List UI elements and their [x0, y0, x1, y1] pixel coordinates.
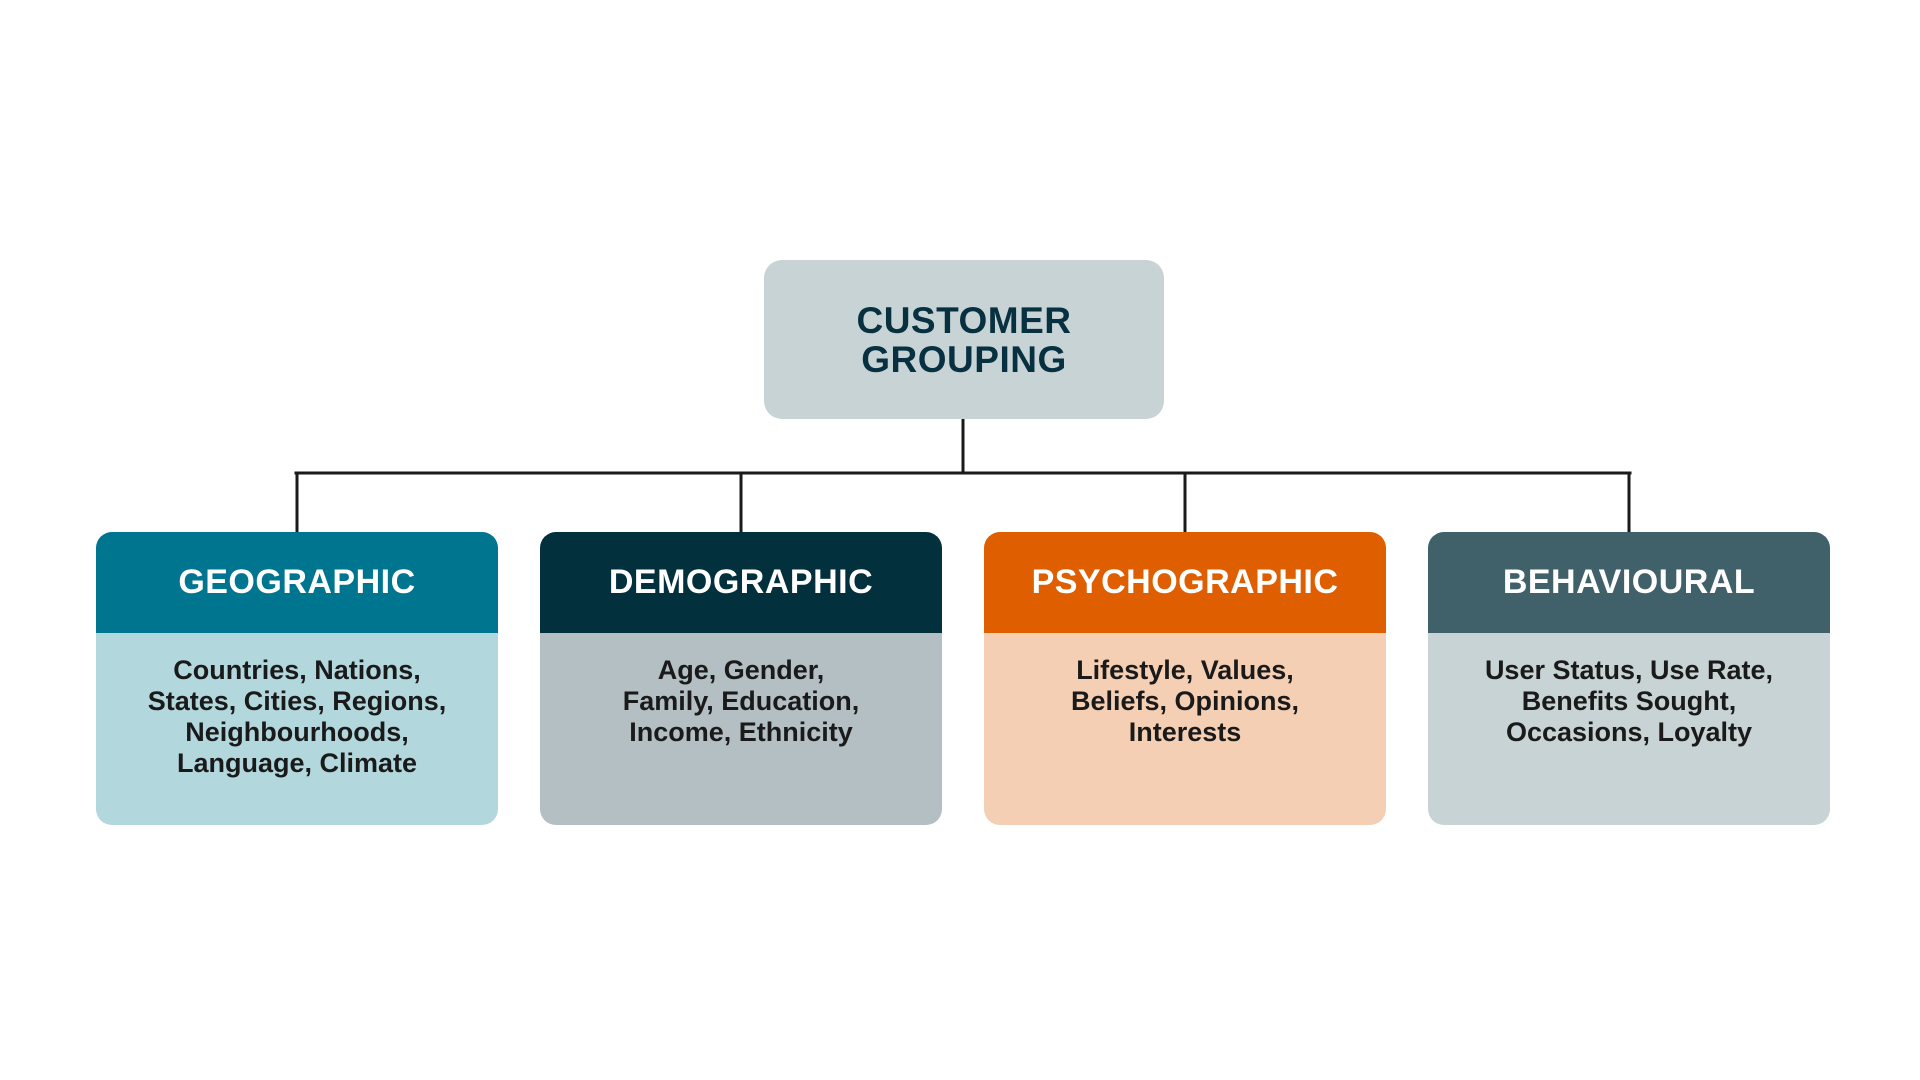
root-title-line-2: GROUPING [861, 338, 1067, 380]
category-body-demographic: Age, Gender, Family, Education, Income, … [540, 633, 942, 825]
category-card-behavioural: BEHAVIOURAL User Status, Use Rate, Benef… [1428, 532, 1830, 825]
category-title-psychographic: PSYCHOGRAPHIC [1031, 563, 1339, 601]
category-detail-line: Countries, Nations, [173, 655, 421, 685]
category-title-demographic: DEMOGRAPHIC [608, 563, 874, 601]
category-detail-line: Occasions, Loyalty [1505, 717, 1753, 747]
category-body-psychographic: Lifestyle, Values, Beliefs, Opinions, In… [984, 633, 1386, 825]
category-title-behavioural: BEHAVIOURAL [1502, 563, 1756, 601]
category-header-psychographic: PSYCHOGRAPHIC [984, 532, 1386, 633]
category-detail-line: Lifestyle, Values, [1076, 655, 1294, 685]
category-detail-line: Benefits Sought, [1521, 686, 1737, 716]
category-card-geographic: GEOGRAPHIC Countries, Nations, States, C… [96, 532, 498, 825]
category-header-demographic: DEMOGRAPHIC [540, 532, 942, 633]
root-title-line-1: CUSTOMER [856, 299, 1072, 341]
category-card-psychographic: PSYCHOGRAPHIC Lifestyle, Values, Beliefs… [984, 532, 1386, 825]
category-detail-line: Neighbourhoods, [185, 717, 409, 747]
category-detail-line: Income, Ethnicity [629, 717, 853, 747]
category-detail-line: Language, Climate [176, 748, 418, 778]
root-node-customer-grouping: CUSTOMER GROUPING [764, 260, 1164, 419]
category-header-behavioural: BEHAVIOURAL [1428, 532, 1830, 633]
category-header-geographic: GEOGRAPHIC [96, 532, 498, 633]
category-detail-line: Interests [1128, 717, 1242, 747]
category-detail-line: Beliefs, Opinions, [1070, 686, 1300, 716]
category-card-demographic: DEMOGRAPHIC Age, Gender, Family, Educati… [540, 532, 942, 825]
category-detail-line: Family, Education, [622, 686, 860, 716]
category-body-behavioural: User Status, Use Rate, Benefits Sought, … [1428, 633, 1830, 825]
category-detail-line: States, Cities, Regions, [147, 686, 447, 716]
category-detail-line: User Status, Use Rate, [1484, 655, 1774, 685]
category-title-geographic: GEOGRAPHIC [178, 563, 416, 601]
category-body-geographic: Countries, Nations, States, Cities, Regi… [96, 633, 498, 825]
category-detail-line: Age, Gender, [657, 655, 825, 685]
